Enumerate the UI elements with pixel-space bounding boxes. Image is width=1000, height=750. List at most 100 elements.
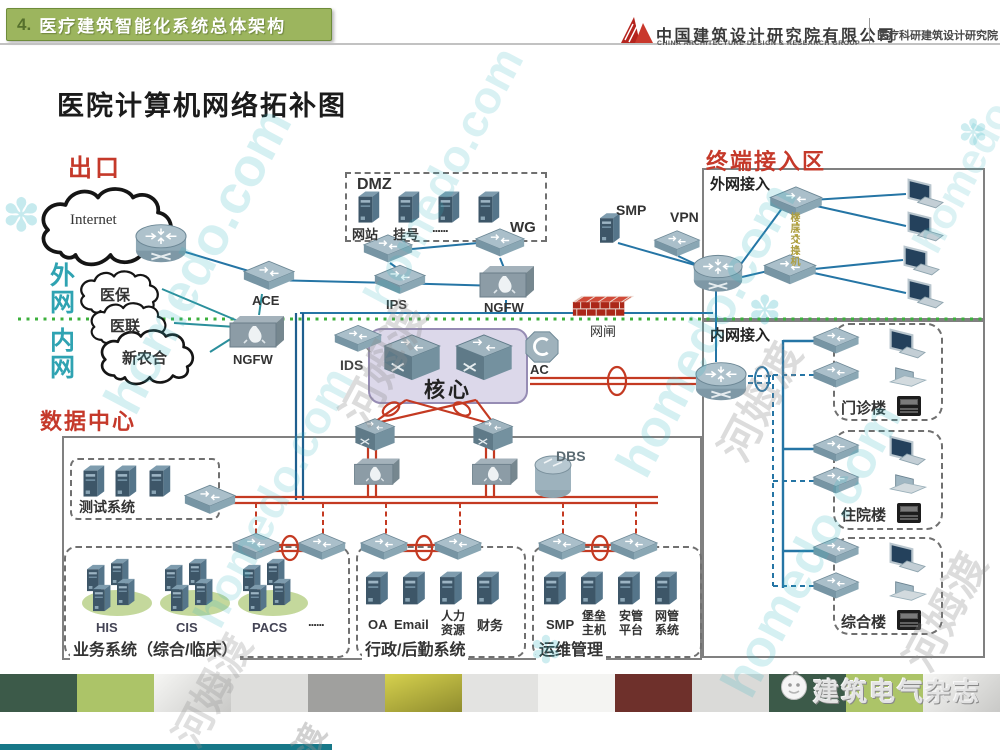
- more-label: ......: [308, 614, 325, 629]
- wan-vertical-label: 外网: [50, 262, 76, 317]
- vpn-label: VPN: [670, 209, 699, 225]
- ngfw-left-icon: [228, 313, 286, 349]
- company-name-en: CHINA ARCHITECTURE DESIGN & RESEARCH GRO…: [657, 40, 861, 47]
- ops-switch-icon: [610, 532, 658, 562]
- dmz-server-label: 挂号: [393, 227, 420, 242]
- dmz-server-label: ......: [432, 220, 449, 235]
- ids-label: IDS: [340, 357, 364, 373]
- building-switch-icon: [812, 572, 860, 600]
- ops-switch-icon: [538, 532, 586, 562]
- dmz-server-icon: [395, 188, 421, 226]
- desktop-icon: [902, 211, 946, 249]
- ext-access-label: 外网接入: [710, 176, 771, 193]
- logo-divider: [869, 18, 870, 44]
- ops-smp-label: SMP: [546, 617, 575, 632]
- watermark-clover: ✽: [958, 112, 989, 153]
- admin-server-icon: [436, 568, 464, 608]
- admin-label: 行政/后勤系统: [362, 636, 469, 660]
- cis-label: CIS: [176, 620, 198, 635]
- building-switch-icon: [812, 467, 860, 495]
- test-switch-icon: [184, 484, 236, 516]
- building-switch-icon: [812, 327, 860, 355]
- magazine-logo-icon: [779, 671, 809, 701]
- section-header-bar: 4. 医疗建筑智能化系统总体架构: [6, 8, 332, 41]
- smp-label: SMP: [616, 202, 647, 218]
- bastion-label: 堡垒主机: [582, 609, 607, 637]
- internet-label: Internet: [70, 212, 117, 228]
- building-switch-icon: [812, 361, 860, 389]
- building2-label: 住院楼: [841, 507, 887, 524]
- desktop-icon: [884, 328, 928, 366]
- building1-label: 门诊楼: [841, 400, 887, 417]
- pacs-server-cluster: [238, 554, 308, 618]
- section-number: 4.: [17, 14, 32, 34]
- admin-switch-icon: [434, 532, 482, 562]
- dc-firewall-icon: [352, 456, 402, 486]
- ops-server-icon: [614, 568, 642, 608]
- laptop-icon: [888, 473, 928, 503]
- magazine-name: 建筑电气杂志: [813, 677, 982, 707]
- terminal-device-icon: [896, 395, 922, 417]
- ops-server-icon: [651, 568, 679, 608]
- lan-vertical-label: 内网: [50, 327, 76, 382]
- laptop-icon: [888, 580, 928, 610]
- distribution-switch-icon: [348, 418, 402, 452]
- lan-access-label: 内网接入: [710, 327, 771, 344]
- yilian-label: 医联: [110, 318, 141, 335]
- floor-switch-label: 楼层交换机: [788, 212, 799, 267]
- page-title: 医院计算机网络拓补图: [57, 91, 347, 121]
- building-switch-icon: [812, 435, 860, 463]
- test-server-icon: [112, 462, 138, 500]
- bottom-accent-bar: [0, 744, 332, 750]
- header-divider: [0, 43, 1000, 45]
- division-name: 医疗科研建筑设计研究院: [877, 30, 998, 42]
- ngfw-mid-label: NGFW: [484, 300, 524, 315]
- desktop-icon: [884, 542, 928, 580]
- test-server-icon: [146, 462, 172, 500]
- wg-label: WG: [510, 219, 536, 236]
- ops-server-icon: [540, 568, 568, 608]
- building-switch-icon: [812, 537, 860, 565]
- yibao-label: 医保: [100, 287, 131, 304]
- laptop-icon: [888, 366, 928, 396]
- dmz-server-label: 网站: [352, 227, 379, 242]
- dmz-box: [345, 172, 547, 242]
- cis-server-cluster: [160, 554, 230, 618]
- pacs-label: PACS: [252, 620, 288, 635]
- ids-switch-icon: [334, 324, 382, 354]
- admin-server-icon: [362, 568, 390, 608]
- ac-label: AC: [530, 362, 549, 377]
- ips-switch-icon: [374, 264, 426, 296]
- terminal-inner-box: [702, 320, 985, 658]
- section-title: 医疗建筑智能化系统总体架构: [39, 17, 287, 36]
- sec-platform-label: 安管平台: [619, 609, 644, 637]
- admin-server-icon: [399, 568, 427, 608]
- nms-label: 网管系统: [655, 609, 680, 637]
- ops-label: 运维管理: [536, 636, 607, 660]
- company-name-cn: 中国建筑设计研究院有限公司: [656, 28, 897, 45]
- desktop-icon: [902, 278, 946, 316]
- network-gap-label: 网闸: [590, 324, 617, 339]
- company-logo-icon: [620, 16, 654, 44]
- xinnonghe-label: 新农合: [122, 350, 168, 367]
- terminal-device-icon: [896, 609, 922, 631]
- dbs-label: DBS: [556, 448, 586, 464]
- distribution-switch-icon: [466, 418, 520, 452]
- hr-label: 人力资源: [441, 609, 466, 637]
- border-router-icon: [692, 250, 744, 296]
- network-gap-brick-icon: [570, 294, 634, 318]
- business-label: 业务系统（综合/临床）: [70, 636, 241, 660]
- lan-access-router-icon: [694, 358, 748, 404]
- dmz-server-icon: [475, 188, 501, 226]
- test-system-label: 测试系统: [76, 497, 138, 517]
- zone-terminal-label: 终端接入区: [706, 149, 827, 174]
- desktop-icon: [884, 435, 928, 473]
- internet-router-icon: [134, 220, 188, 266]
- oa-label: OA: [368, 617, 388, 632]
- ops-server-icon: [577, 568, 605, 608]
- his-label: HIS: [96, 620, 118, 635]
- building3-label: 综合楼: [841, 614, 887, 631]
- ngfw-left-label: NGFW: [233, 352, 273, 367]
- dmz-label: DMZ: [357, 176, 392, 193]
